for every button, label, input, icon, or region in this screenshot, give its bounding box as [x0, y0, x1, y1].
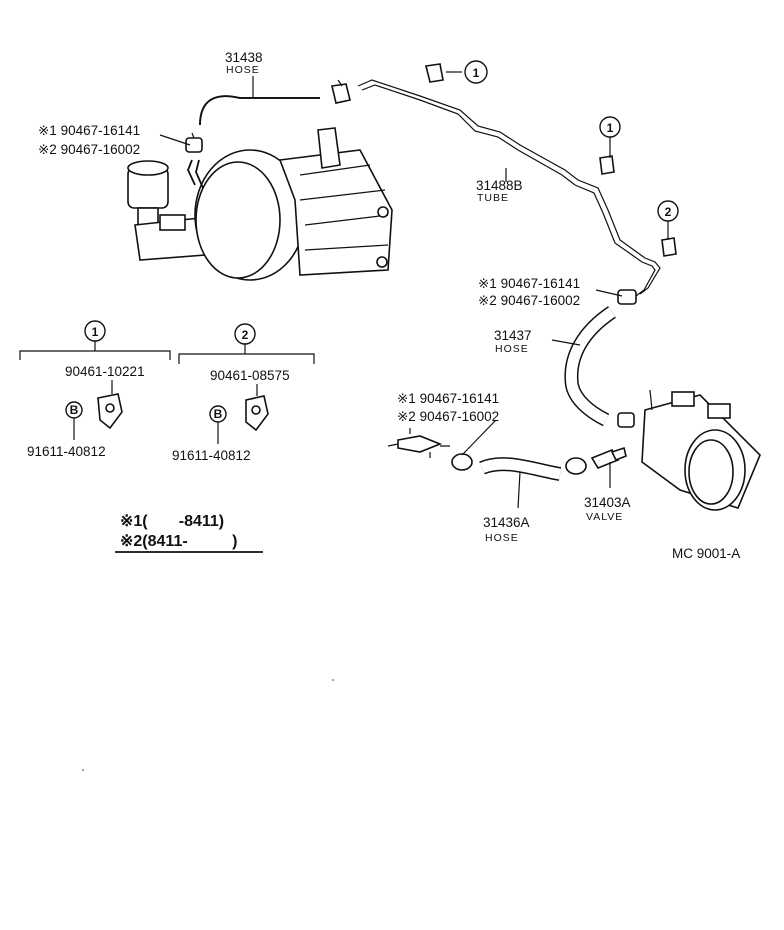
callout-1-right: 1	[599, 116, 621, 138]
brake-booster-assembly	[127, 127, 393, 281]
label-clip1-part: 90461-10221	[65, 364, 145, 379]
svg-text:1: 1	[607, 121, 614, 135]
label-hose-31437-num: 31437	[494, 328, 532, 343]
clip-detail-1: 1 90461-10221 B 91611-40812	[19, 320, 171, 459]
clip-detail-2: 2 90461-08575 B 91611-40812	[172, 323, 315, 463]
hose-31438[interactable]	[199, 95, 320, 126]
label-hose-31438-sub: HOSE	[226, 64, 260, 76]
label-clip2-part: 90461-08575	[210, 368, 290, 383]
callout-1-top: 1	[464, 60, 488, 84]
clip-2-right[interactable]	[661, 237, 677, 257]
tube-31488b[interactable]	[357, 79, 661, 295]
label-clamp-top-1: ※1 90467-16141	[38, 123, 140, 138]
vacuum-tank	[641, 389, 761, 511]
valve-31403a[interactable]	[590, 446, 627, 469]
label-clamp-mid-2: ※2 90467-16002	[478, 293, 580, 308]
label-hose-31436a-num: 31436A	[483, 515, 530, 530]
clamp-low-left[interactable]	[451, 453, 473, 471]
svg-text:2: 2	[242, 328, 249, 342]
svg-text:2: 2	[665, 205, 672, 219]
svg-text:B: B	[70, 403, 79, 417]
label-tube-num: 31488B	[476, 178, 523, 193]
svg-text:1: 1	[473, 66, 480, 80]
svg-text:1: 1	[92, 325, 99, 339]
label-clamp-top-2: ※2 90467-16002	[38, 142, 140, 157]
clip-1-top[interactable]	[425, 63, 444, 83]
label-valve-num: 31403A	[584, 495, 631, 510]
clamp-hose-top[interactable]	[331, 79, 351, 104]
clamp-low-right[interactable]	[565, 457, 587, 475]
label-tube-sub: TUBE	[477, 192, 509, 204]
legend-line-1: ※1( -8411)	[120, 513, 224, 530]
legend-line-2: ※2(8411- )	[120, 533, 237, 550]
label-hose-31437-sub: HOSE	[495, 343, 529, 355]
label-clip1-bolt: 91611-40812	[27, 444, 106, 459]
label-clamp-mid-1: ※1 90467-16141	[478, 276, 580, 291]
label-hose-31438-num: 31438	[225, 50, 263, 65]
label-clamp-low-2: ※2 90467-16002	[397, 409, 499, 424]
date-legend: ※1( -8411) ※2(8411- )	[115, 513, 263, 553]
clamp-hose-mid-bottom[interactable]	[617, 412, 635, 428]
clip-1-right[interactable]	[599, 155, 615, 175]
label-ref-code: MC 9001-A	[672, 546, 740, 561]
label-clamp-low-1: ※1 90467-16141	[397, 391, 499, 406]
clamp-tube-bottom[interactable]	[617, 289, 637, 305]
label-clip2-bolt: 91611-40812	[172, 448, 251, 463]
clamp-booster[interactable]	[185, 132, 203, 153]
svg-text:B: B	[214, 407, 223, 421]
connector-fitting	[387, 428, 450, 458]
label-hose-31436a-sub: HOSE	[485, 532, 519, 544]
label-valve-sub: VALVE	[586, 511, 623, 523]
callout-2-right: 2	[657, 200, 679, 222]
